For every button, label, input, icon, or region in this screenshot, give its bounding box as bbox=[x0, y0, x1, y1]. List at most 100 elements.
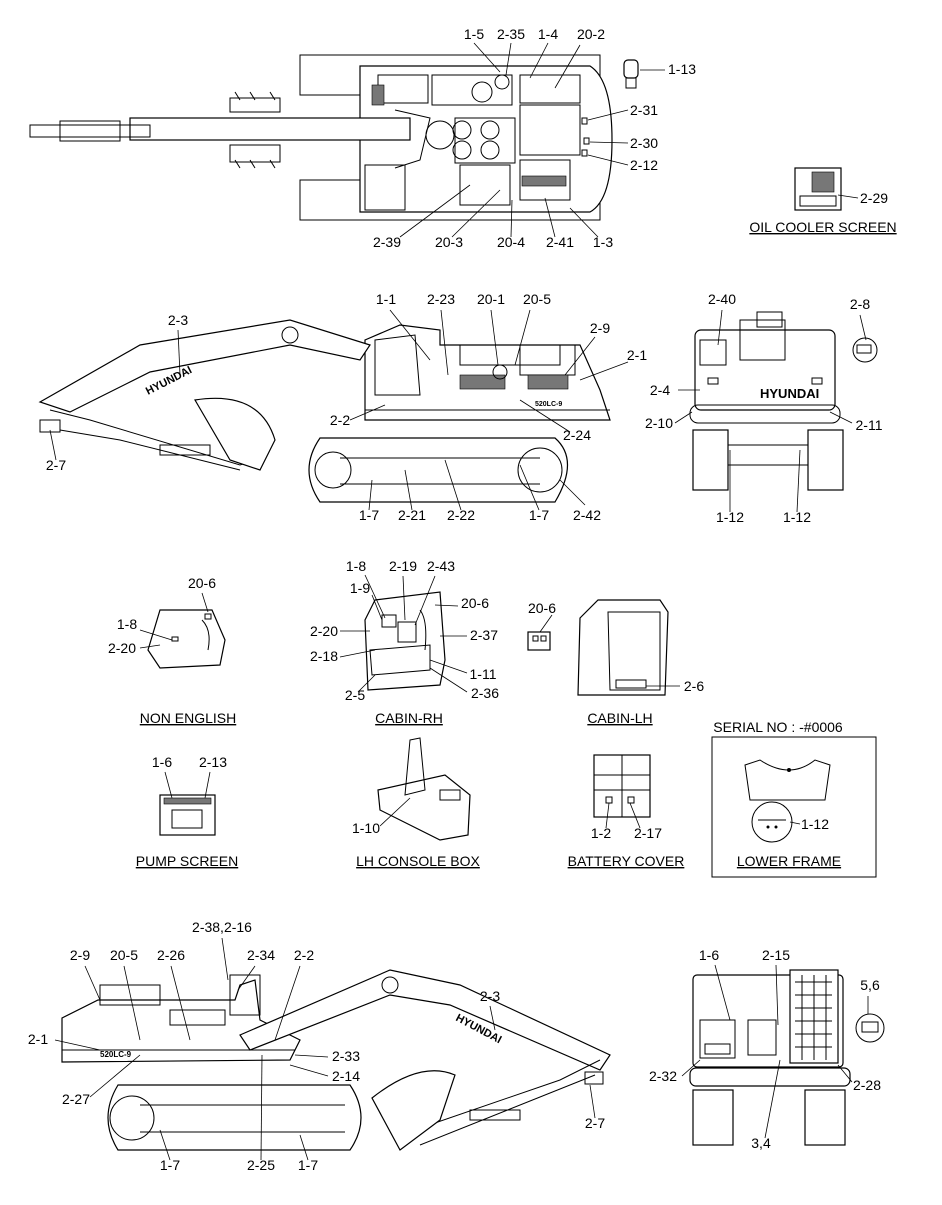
leader-line-c44 bbox=[434, 604, 459, 607]
callout-label-c77: 2-32 bbox=[649, 1068, 677, 1084]
caption-pump-screen: PUMP SCREEN bbox=[136, 853, 238, 869]
callout-label-c20: 2-9 bbox=[590, 320, 610, 336]
callout-label-c67: 2-33 bbox=[332, 1048, 360, 1064]
leader-line-c39 bbox=[139, 644, 161, 649]
leader-line-c48 bbox=[429, 659, 468, 674]
leader-line-c6 bbox=[587, 109, 629, 121]
leader-line-c74 bbox=[714, 964, 731, 1021]
callout-label-c7: 2-30 bbox=[630, 135, 658, 151]
caption-lh-console: LH CONSOLE BOX bbox=[356, 853, 480, 869]
callout-label-c55: 1-10 bbox=[352, 820, 380, 836]
callout-label-c5: 1-13 bbox=[668, 61, 696, 77]
leader-line-c12 bbox=[510, 199, 513, 238]
leader-line-c51 bbox=[539, 614, 553, 633]
leader-line-c29 bbox=[559, 479, 586, 506]
callout-label-c10: 2-39 bbox=[373, 234, 401, 250]
leader-line-c13 bbox=[544, 197, 556, 238]
cabin-lh-drawing bbox=[527, 599, 669, 696]
callout-label-c62: 2-26 bbox=[157, 947, 185, 963]
caption-serial-no: SERIAL NO : -#0006 bbox=[713, 719, 843, 735]
callout-label-c76: 5,6 bbox=[860, 977, 880, 993]
leader-line-c78 bbox=[837, 1064, 853, 1083]
leader-line-c24 bbox=[49, 429, 57, 461]
callout-label-c57: 2-17 bbox=[634, 825, 662, 841]
top-view-excavator bbox=[29, 54, 613, 221]
callout-label-c2: 2-35 bbox=[497, 26, 525, 42]
callout-label-c52: 2-6 bbox=[684, 678, 704, 694]
callout-label-c23: 2-24 bbox=[563, 427, 591, 443]
callout-label-c39: 2-20 bbox=[108, 640, 136, 656]
callout-label-c72: 2-25 bbox=[247, 1157, 275, 1173]
leader-line-c70 bbox=[589, 1084, 596, 1119]
leader-line-c53 bbox=[164, 771, 173, 799]
callout-label-c33: 2-10 bbox=[645, 415, 673, 431]
leader-line-c15 bbox=[389, 309, 431, 361]
callout-label-c44: 20-6 bbox=[461, 595, 489, 611]
caption-cabin-lh: CABIN-LH bbox=[587, 710, 652, 726]
leader-line-c41 bbox=[402, 575, 406, 621]
leader-line-c67 bbox=[294, 1054, 329, 1058]
caption-cabin-rh: CABIN-RH bbox=[375, 710, 443, 726]
callout-label-c13: 2-41 bbox=[546, 234, 574, 250]
callout-label-c38: 1-8 bbox=[117, 616, 137, 632]
leader-line-c59 bbox=[221, 937, 229, 981]
leader-line-c23 bbox=[519, 399, 571, 433]
callout-label-c8: 2-12 bbox=[630, 157, 658, 173]
callout-label-c6: 2-31 bbox=[630, 102, 658, 118]
callout-label-c41: 2-19 bbox=[389, 558, 417, 574]
callout-label-c63: 2-34 bbox=[247, 947, 275, 963]
callout-label-c79: 3,4 bbox=[751, 1135, 771, 1151]
caption-non-english: NON ENGLISH bbox=[140, 710, 236, 726]
leader-line-c54 bbox=[204, 771, 211, 799]
leader-line-c43 bbox=[371, 594, 383, 621]
cabin-rh-drawing bbox=[364, 591, 446, 691]
leader-line-c64 bbox=[274, 965, 301, 1041]
callout-label-c11: 20-3 bbox=[435, 234, 463, 250]
callout-label-c9: 2-29 bbox=[860, 190, 888, 206]
callout-label-c50: 2-36 bbox=[471, 685, 499, 701]
callout-label-c17: 20-1 bbox=[477, 291, 505, 307]
pump-screen-drawing bbox=[159, 794, 216, 836]
oil-cooler-screen-drawing bbox=[794, 167, 842, 211]
callout-label-c45: 2-20 bbox=[310, 623, 338, 639]
model-rh-body: 520LC-9 bbox=[535, 401, 562, 408]
leader-line-c61 bbox=[123, 965, 141, 1041]
callout-label-c35: 1-12 bbox=[716, 509, 744, 525]
leader-line-c3 bbox=[529, 42, 549, 79]
callout-label-c42: 2-43 bbox=[427, 558, 455, 574]
callout-label-c58: 1-12 bbox=[801, 816, 829, 832]
leader-line-c16 bbox=[440, 309, 449, 376]
leader-line-c62 bbox=[170, 965, 191, 1041]
callout-label-c74: 1-6 bbox=[699, 947, 719, 963]
callout-label-c27: 2-22 bbox=[447, 507, 475, 523]
callout-label-c54: 2-13 bbox=[199, 754, 227, 770]
leader-line-c30 bbox=[717, 309, 723, 346]
leader-line-c65 bbox=[489, 1005, 496, 1031]
callout-label-c21: 2-1 bbox=[627, 347, 647, 363]
leader-line-c55 bbox=[379, 797, 411, 827]
callout-label-c60: 2-9 bbox=[70, 947, 90, 963]
callout-label-c29: 2-42 bbox=[573, 507, 601, 523]
leader-line-c8 bbox=[587, 154, 629, 166]
leader-line-c66 bbox=[54, 1039, 101, 1051]
leader-line-c10 bbox=[399, 184, 471, 238]
callout-label-c3: 1-4 bbox=[538, 26, 558, 42]
leader-line-c37 bbox=[201, 592, 209, 613]
leader-line-c28 bbox=[519, 464, 540, 511]
leader-line-c25 bbox=[368, 479, 373, 511]
leader-line-c21 bbox=[579, 361, 629, 381]
callout-label-c48: 1-11 bbox=[470, 666, 497, 682]
leader-line-c14 bbox=[569, 207, 599, 238]
leader-line-c69 bbox=[89, 1054, 141, 1098]
leader-line-c79 bbox=[764, 1059, 781, 1139]
leader-line-c27 bbox=[444, 459, 462, 511]
callout-label-c43: 1-9 bbox=[350, 580, 370, 596]
side-view-lh-excavator bbox=[61, 969, 611, 1151]
leader-line-c17 bbox=[490, 309, 499, 366]
callout-label-c26: 2-21 bbox=[398, 507, 426, 523]
leader-line-c49 bbox=[357, 674, 376, 693]
side-view-rh-excavator bbox=[38, 319, 611, 503]
